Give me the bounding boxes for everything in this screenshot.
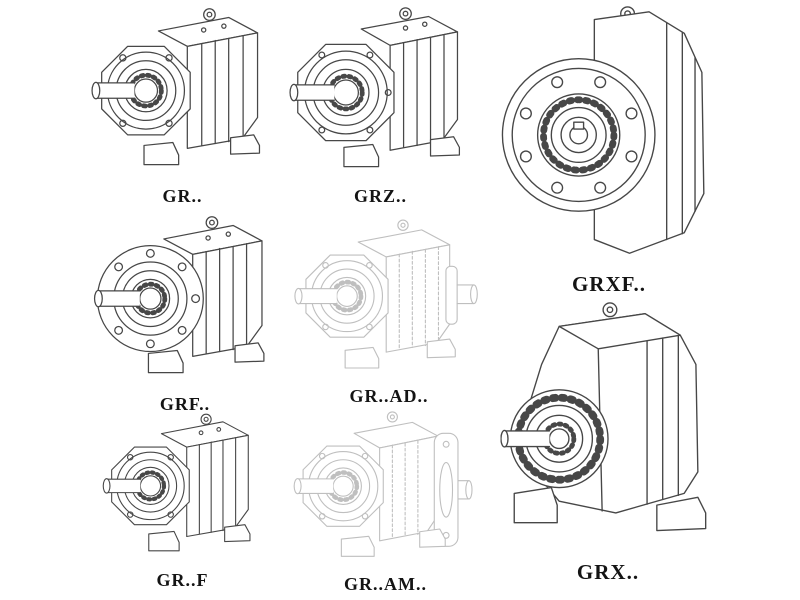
gear-unit-drawing-grx <box>498 300 718 552</box>
figure-gr: GR.. <box>85 4 280 207</box>
figure-label-gr: GR.. <box>162 186 203 206</box>
figure-grf: GRF.. <box>85 212 285 415</box>
figure-grad: GR..AD.. <box>284 214 494 407</box>
figure-gram: GR..AM.. <box>283 406 488 595</box>
figure-label-grf: GRF.. <box>159 394 211 414</box>
gear-unit-drawing-gram <box>286 406 486 570</box>
figure-label-grx: GRX.. <box>576 560 640 584</box>
figure-grff: GR..F <box>85 410 280 591</box>
gear-unit-drawing-grad <box>286 214 492 382</box>
figure-label-grxf: GRXF.. <box>571 272 647 296</box>
gear-unit-drawing-grf <box>85 212 285 390</box>
figure-label-gram: GR..AM.. <box>344 574 427 594</box>
figure-grxf: GRXF.. <box>498 2 720 297</box>
figure-label-grff: GR..F <box>156 570 209 590</box>
figure-grz: GRZ.. <box>283 4 478 207</box>
gear-unit-drawing-grz <box>283 4 478 182</box>
gear-unit-drawing-grxf <box>498 2 720 264</box>
figure-grx: GRX.. <box>498 300 718 585</box>
gear-unit-drawing-gr <box>85 4 280 182</box>
gear-unit-drawing-grff <box>85 410 280 566</box>
figure-label-grz: GRZ.. <box>353 186 407 206</box>
figure-label-grad: GR..AD.. <box>349 386 429 406</box>
